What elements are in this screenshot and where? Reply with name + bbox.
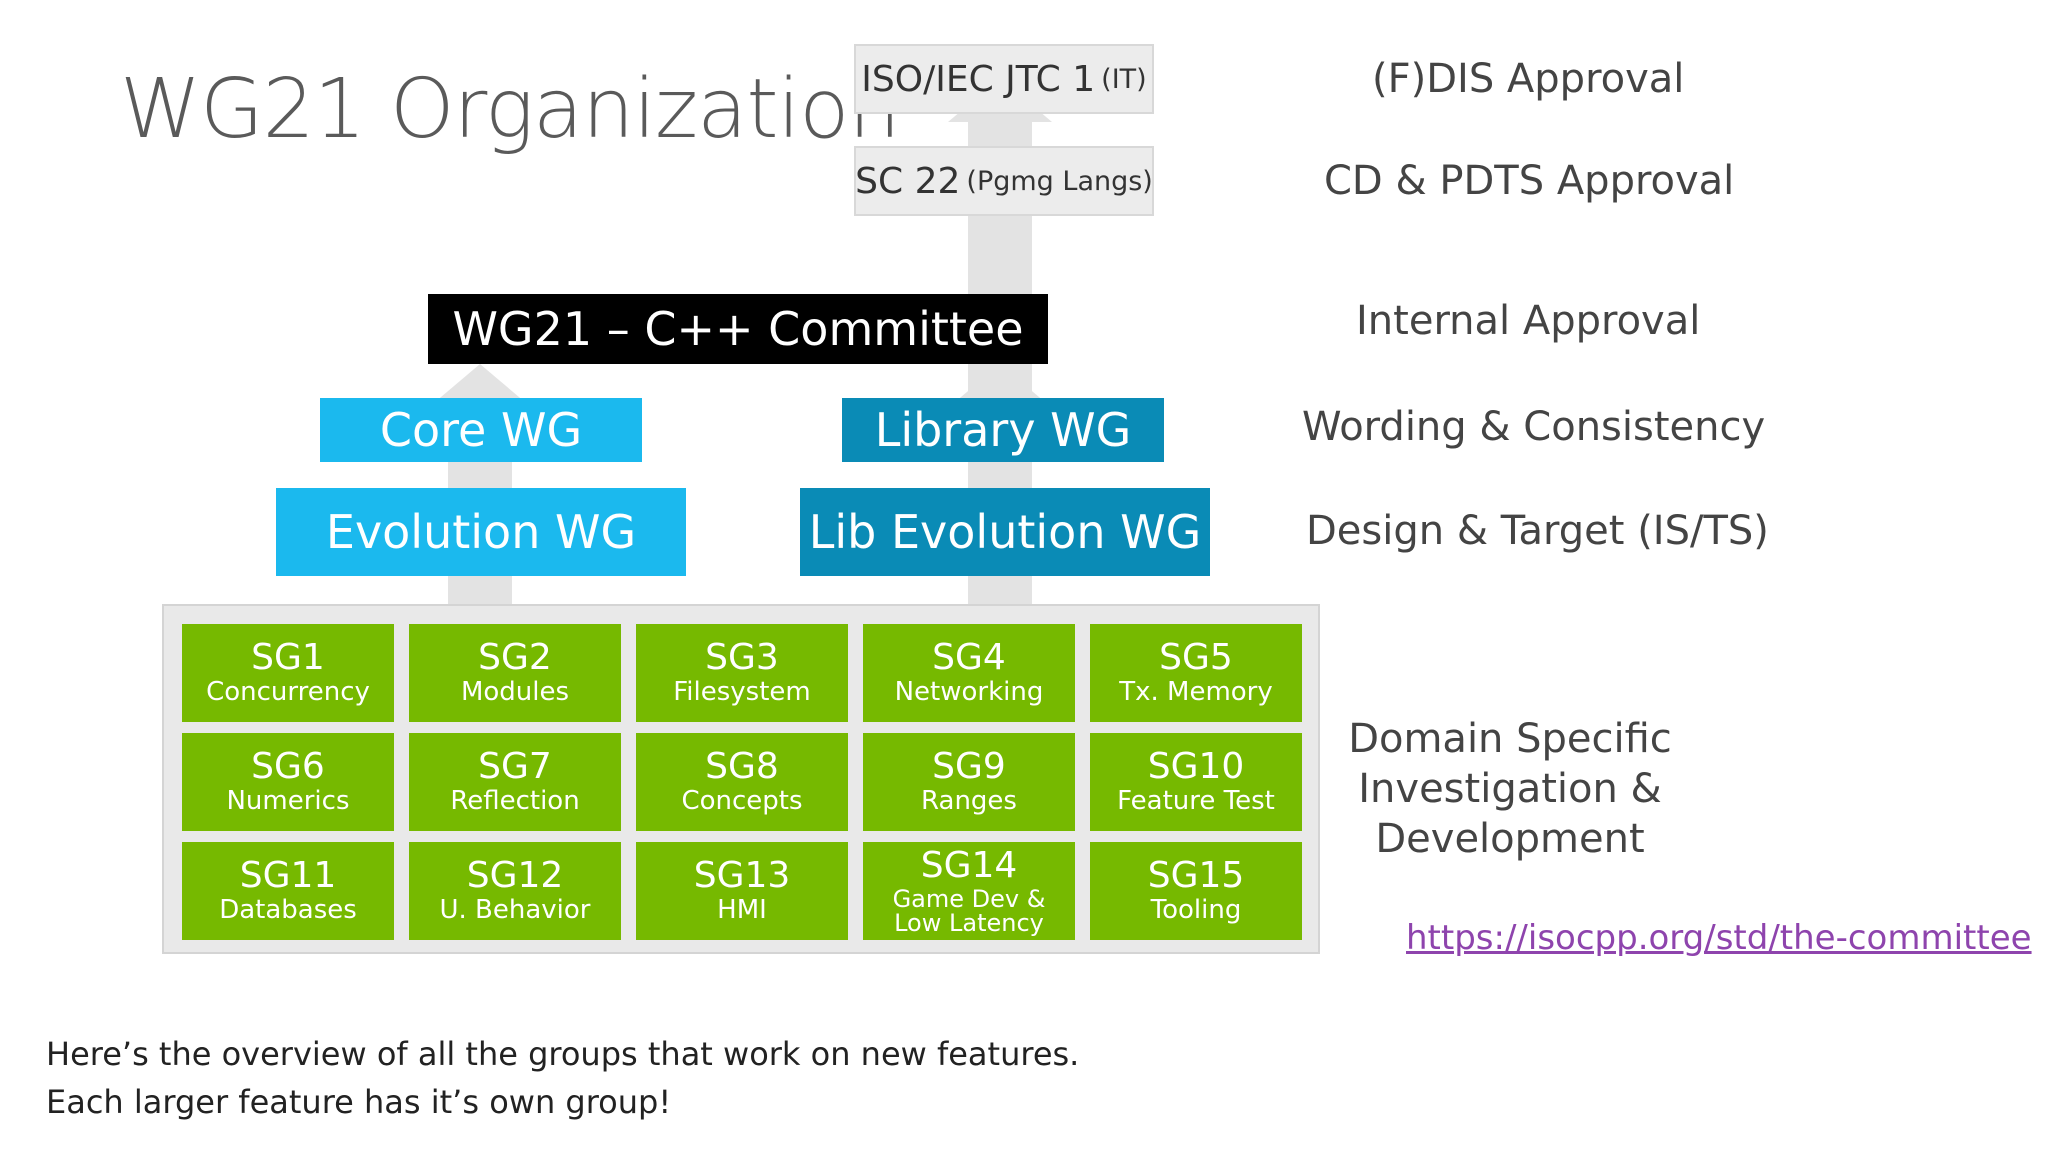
design-target-label: Design & Target (IS/TS) — [1306, 508, 1769, 554]
committee-link[interactable]: https://isocpp.org/std/the-committee — [1406, 918, 2032, 958]
sg-name: Databases — [219, 895, 357, 926]
iso-jtc1-label: ISO/IEC JTC 1 — [861, 58, 1096, 100]
arrow-shaft-lib-gap — [968, 462, 1032, 488]
sg-name: Numerics — [226, 786, 350, 817]
arrow-shaft-lib-bottom — [968, 576, 1032, 606]
sg-id: SG6 — [251, 746, 325, 788]
sg-id: SG2 — [478, 637, 552, 679]
fdis-approval-label: (F)DIS Approval — [1372, 56, 1685, 102]
sg-name: HMI — [717, 895, 767, 926]
sc22-sub: (Pgmg Langs) — [966, 165, 1153, 197]
sg-id: SG13 — [693, 855, 791, 897]
iso-jtc1-box: ISO/IEC JTC 1 (IT) — [854, 44, 1154, 114]
sg-id: SG12 — [466, 855, 564, 897]
slide-title: WG21 Organization — [120, 62, 900, 157]
sg-id: SG8 — [705, 746, 779, 788]
sg-name: Game Dev & Low Latency — [892, 884, 1046, 937]
caption-line: Here’s the overview of all the groups th… — [46, 1035, 1080, 1073]
sg-name: Ranges — [921, 786, 1017, 817]
core-wg-box: Core WG — [320, 398, 642, 462]
sg-name: Tooling — [1150, 895, 1242, 926]
sg-name: U. Behavior — [439, 895, 591, 926]
committee-box: WG21 – C++ Committee — [428, 294, 1048, 364]
sg-name: Feature Test — [1117, 786, 1275, 817]
sg-name: Modules — [460, 677, 570, 708]
sg-id: SG14 — [920, 845, 1018, 887]
arrow-shaft-core-gap — [448, 462, 512, 488]
caption-line: Each larger feature has it’s own group! — [46, 1083, 672, 1121]
sc22-box: SC 22 (Pgmg Langs) — [854, 146, 1154, 216]
sg-id: SG4 — [932, 637, 1006, 679]
sg-id: SG3 — [705, 637, 779, 679]
lib-evolution-wg-box: Lib Evolution WG — [800, 488, 1210, 576]
sg-id: SG5 — [1159, 637, 1233, 679]
sg-name: Concurrency — [206, 677, 370, 708]
library-wg-box: Library WG — [842, 398, 1164, 462]
sg-name: Reflection — [450, 786, 580, 817]
arrow-shaft-core-bottom — [448, 576, 512, 606]
sg-id: SG15 — [1147, 855, 1245, 897]
sg-id: SG10 — [1147, 746, 1245, 788]
sc22-label: SC 22 — [855, 160, 961, 202]
iso-jtc1-sub: (IT) — [1101, 63, 1147, 95]
wording-consistency-label: Wording & Consistency — [1302, 404, 1766, 450]
sg-id: SG1 — [251, 637, 325, 679]
domain-label-line: Development — [1375, 816, 1645, 862]
sg-name: Networking — [894, 677, 1044, 708]
caption: Here’s the overview of all the groups th… — [46, 1030, 1079, 1126]
sg-id: SG11 — [239, 855, 337, 897]
cd-pdts-approval-label: CD & PDTS Approval — [1324, 158, 1735, 204]
domain-specific-label: Domain Specific Investigation & Developm… — [1320, 714, 1700, 864]
sg-name: Tx. Memory — [1119, 677, 1273, 708]
sg-name: Filesystem — [673, 677, 811, 708]
internal-approval-label: Internal Approval — [1356, 298, 1701, 344]
domain-label-line: Domain Specific — [1348, 716, 1672, 762]
sg-name: Concepts — [681, 786, 803, 817]
evolution-wg-box: Evolution WG — [276, 488, 686, 576]
sg-id: SG7 — [478, 746, 552, 788]
sg-id: SG9 — [932, 746, 1006, 788]
domain-label-line: Investigation & — [1358, 766, 1662, 812]
